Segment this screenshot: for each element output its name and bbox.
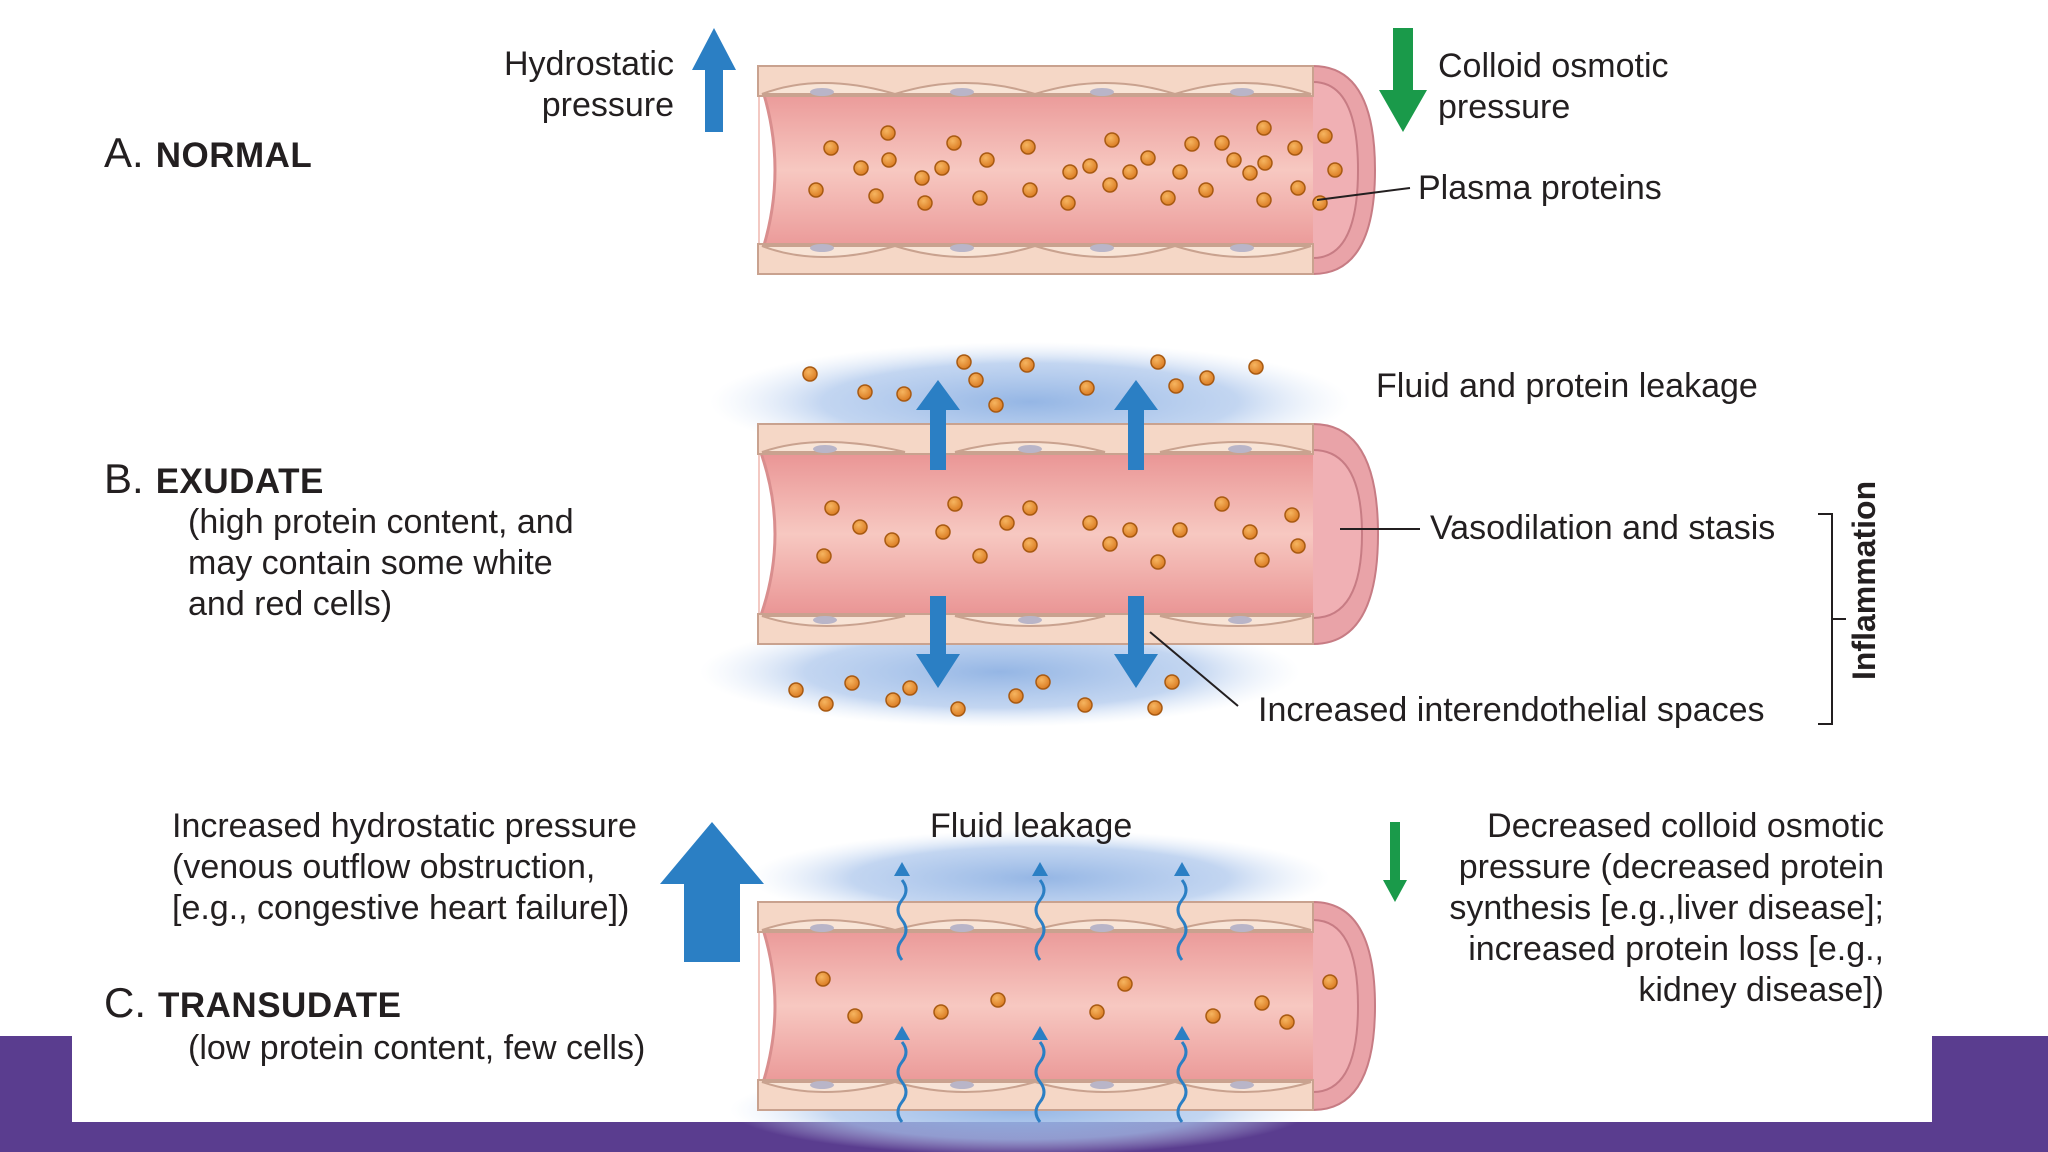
fluid-protein-leakage-label: Fluid and protein leakage — [1376, 367, 1758, 405]
section-c-name: TRANSUDATE — [158, 986, 402, 1025]
section-a-name: NORMAL — [155, 136, 313, 175]
colloid-c-line-1: Decreased colloid osmotic — [1487, 807, 1884, 845]
colloid-c-line-3: synthesis [e.g.,liver disease]; — [1449, 889, 1884, 927]
section-a-letter: A. — [104, 129, 144, 176]
colloid-c-line-5: kidney disease]) — [1638, 971, 1884, 1009]
exudate-desc-line-3: and red cells) — [188, 585, 393, 623]
vessel-transudate — [757, 862, 1377, 1123]
vessel-normal — [757, 64, 1377, 276]
increased-hydrostatic-label: Increased hydrostatic pressure (venous o… — [172, 806, 637, 929]
colloid-c-line-4: increased protein loss [e.g., — [1468, 930, 1884, 968]
section-a-title: A. NORMAL — [104, 132, 312, 177]
hydrostatic-arrow-icon — [692, 28, 736, 132]
colloid-c-line-2: pressure (decreased protein — [1458, 848, 1884, 886]
plasma-proteins-label: Plasma proteins — [1418, 169, 1662, 207]
section-b-name: EXUDATE — [155, 462, 324, 501]
footer-right-block — [1932, 1036, 2048, 1126]
hydrostatic-line-1: Hydrostatic — [503, 45, 674, 83]
hydrostatic-line-2: pressure — [541, 86, 674, 124]
transudate-description: (low protein content, few cells) — [188, 1029, 646, 1067]
section-c-letter: C. — [104, 979, 146, 1026]
vessel-exudate — [757, 354, 1380, 717]
exudate-desc-line-1: (high protein content, and — [188, 503, 574, 541]
colloid-line-1: Colloid osmotic — [1438, 47, 1669, 85]
colloid-arrow-icon — [1379, 28, 1427, 132]
increased-hydrostatic-arrow-icon — [660, 822, 764, 962]
exudate-description: (high protein content, and may contain s… — [188, 502, 574, 625]
hydro-line-2: (venous outflow obstruction, — [172, 848, 596, 886]
decreased-colloid-label: Decreased colloid osmotic pressure (decr… — [1400, 806, 1884, 1011]
decreased-colloid-arrow-icon — [1383, 822, 1407, 902]
hydrostatic-label: Hydrostatic pressure — [470, 44, 674, 126]
section-b-title: B. EXUDATE — [104, 458, 324, 503]
exudate-desc-line-2: may contain some white — [188, 544, 553, 582]
footer-left-block — [0, 1036, 72, 1126]
interendothelial-label: Increased interendothelial spaces — [1258, 691, 1765, 729]
inflammation-label: Inflammation — [1846, 480, 1882, 680]
hydro-line-1: Increased hydrostatic pressure — [172, 807, 637, 845]
colloid-label: Colloid osmotic pressure — [1438, 46, 1669, 128]
colloid-line-2: pressure — [1438, 88, 1571, 126]
hydro-line-3: [e.g., congestive heart failure]) — [172, 889, 630, 927]
fluid-leakage-label: Fluid leakage — [930, 807, 1133, 845]
section-c-title: C. TRANSUDATE — [104, 982, 402, 1027]
vasodilation-label: Vasodilation and stasis — [1430, 509, 1776, 547]
section-b-letter: B. — [104, 455, 144, 502]
